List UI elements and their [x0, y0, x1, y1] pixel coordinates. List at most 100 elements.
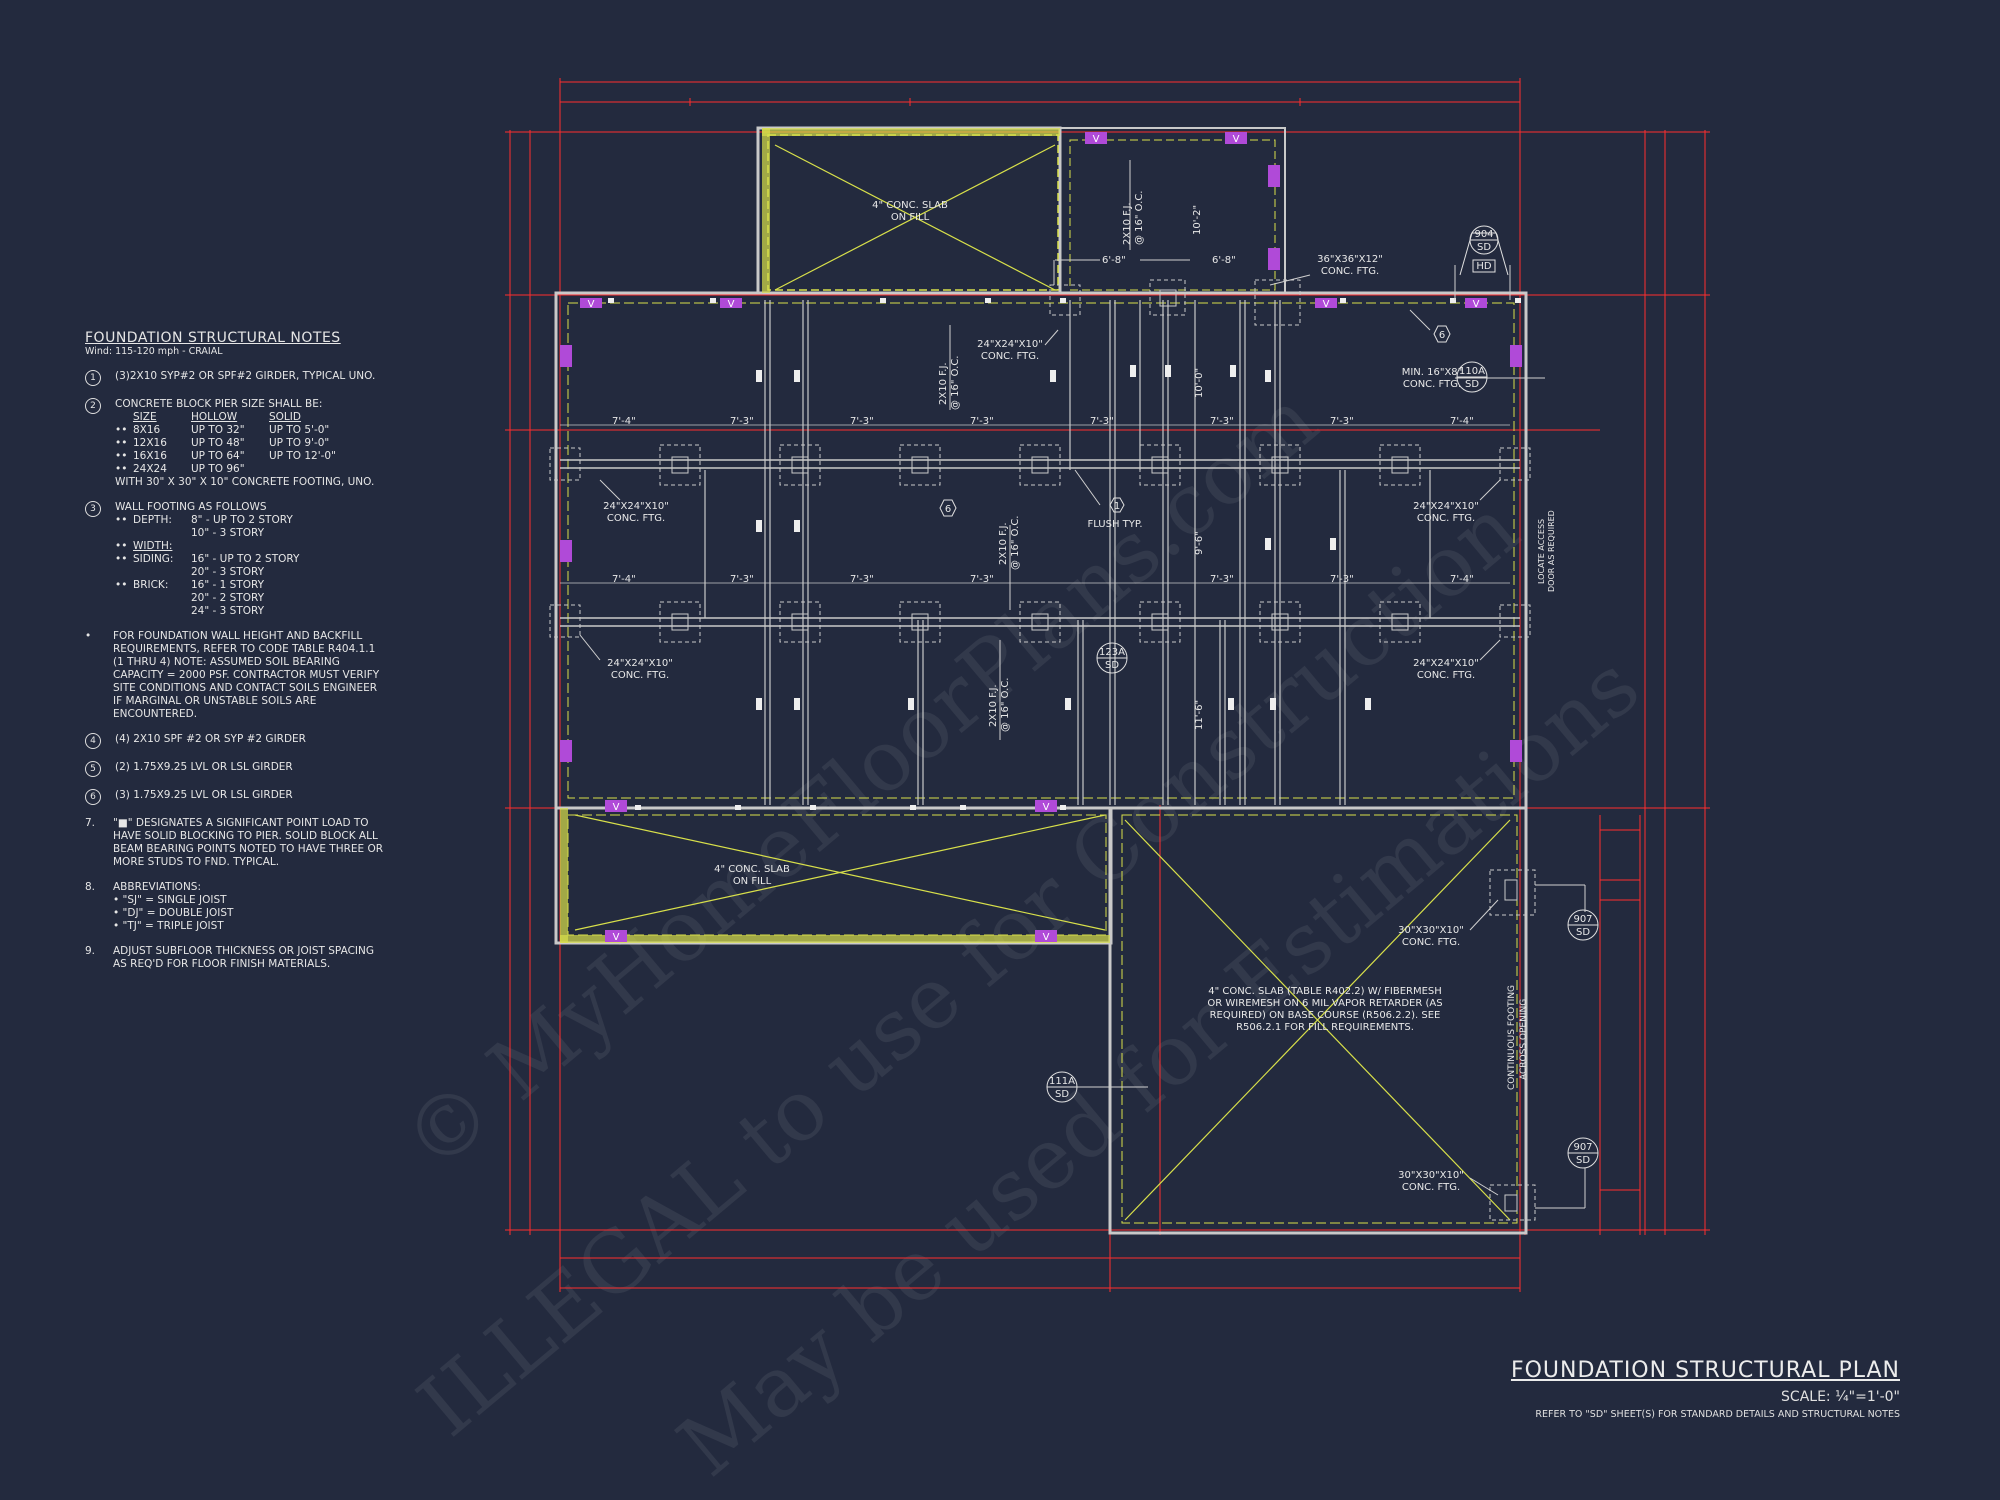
spacing-label: 6'-8": [1102, 255, 1126, 266]
joist-label: @ 16" O.C.: [1010, 516, 1021, 571]
access-door-note: LOCATE ACCESS: [1537, 519, 1546, 584]
spacing-label: 7'-4": [612, 416, 636, 427]
spacing-label: 7'-3": [970, 574, 994, 585]
footing-label: CONC. FTG.: [1402, 937, 1460, 948]
spacing-label: 7'-4": [1450, 574, 1474, 585]
spacing-label: 7'-4": [612, 574, 636, 585]
footing-label: 36"x36"x12": [1317, 254, 1383, 265]
spacing-label: 7'-3": [970, 416, 994, 427]
vent-tag-label: V: [1323, 299, 1330, 310]
note-4: 4 (4) 2x10 SPF #2 OR SYP #2 GIRDER: [85, 733, 385, 749]
footing-label: CONC. FTG.: [1417, 670, 1475, 681]
girders: [560, 424, 1520, 627]
slab-label: 4" CONC. SLAB: [872, 200, 948, 211]
continuous-footing-note: CONTINUOUS FOOTING: [1507, 985, 1517, 1090]
footing-label: CONC. FTG.: [1402, 1182, 1460, 1193]
garage-slab-note: OR WIREMESH ON 6 MIL VAPOR RETARDER (AS: [1207, 998, 1442, 1009]
spacing-label: 7'-3": [850, 416, 874, 427]
note-9: 9. ADJUST SUBFLOOR THICKNESS OR JOIST SP…: [85, 945, 374, 970]
section-tag-number: 907: [1573, 914, 1592, 925]
reference-note: REFER TO "SD" SHEET(S) FOR STANDARD DETA…: [1535, 1409, 1900, 1420]
spacing-label: 7'-3": [1090, 416, 1114, 427]
note-6: 6 (3) 1.75x9.25 LVL OR LSL GIRDER: [85, 789, 385, 805]
note-marker: 6: [945, 504, 951, 515]
footing-label: 30"x30"x10": [1398, 1170, 1464, 1181]
joist-label: 2x10 F.J.: [1122, 202, 1133, 245]
access-door-note: DOOR AS REQUIRED: [1547, 510, 1556, 592]
footing-label: MIN. 16"x8": [1402, 367, 1463, 378]
footing-label: CONC. FTG.: [981, 351, 1039, 362]
vent-tag-label: V: [1043, 932, 1050, 943]
note-3: 3 WALL FOOTING AS FOLLOWS ••DEPTH:8" - U…: [85, 501, 385, 618]
vent-tag-label: V: [1093, 134, 1100, 145]
foundation-walls: [554, 126, 1528, 1235]
vent-tag-label: V: [728, 299, 735, 310]
section-tag-sheet: SD: [1477, 242, 1491, 253]
flush-label: FLUSH TYP.: [1087, 519, 1142, 530]
note-1: 1 (3)2x10 SYP#2 OR SPF#2 GIRDER, TYPICAL…: [85, 370, 385, 386]
drawing-title: FOUNDATION STRUCTURAL PLAN: [1510, 1358, 1900, 1383]
continuous-footing-note: ACROSS OPENING: [1519, 999, 1529, 1080]
notes-title: FOUNDATION STRUCTURAL NOTES: [85, 330, 341, 346]
garage-slab-note: 4" CONC. SLAB (TABLE R402.2) w/ FIBERMES…: [1208, 986, 1442, 997]
vent-tag-label: V: [613, 932, 620, 943]
footing-label: CONC. FTG.: [607, 513, 665, 524]
footing-label: CONC. FTG.: [1417, 513, 1475, 524]
spacing-label: 7'-3": [1330, 574, 1354, 585]
section-tag-sheet: SD: [1465, 379, 1479, 390]
joist-label: @ 16" O.C.: [950, 356, 961, 411]
section-tag-sheet: SD: [1576, 927, 1590, 938]
title-block: FOUNDATION STRUCTURAL PLAN SCALE: ¼"=1'-…: [1511, 1358, 1900, 1420]
vent-tag-label: V: [1233, 134, 1240, 145]
point-load-marks: [608, 298, 1521, 810]
wind-note: Wind: 115-120 mph - CRAIAL: [85, 346, 223, 357]
drawing-scale: SCALE: ¼"=1'-0": [1781, 1389, 1900, 1405]
garage-slab-note: R506.2.1 FOR FILL REQUIREMENTS.: [1236, 1022, 1414, 1033]
vent-tag-label: V: [1473, 299, 1480, 310]
dimension-label: 10'-2": [1192, 205, 1203, 235]
footing-label: 30"x30"x10": [1398, 925, 1464, 936]
note-marker: 1: [1114, 501, 1120, 512]
slab-x-marks: [574, 144, 1511, 1221]
joist-label: @ 16" O.C.: [1000, 678, 1011, 733]
slab-label: 4" CONC. SLAB: [714, 864, 790, 875]
footing-label: 24"x24"x10": [1413, 658, 1479, 669]
joist-label: 2x10 F.J.: [998, 522, 1009, 565]
foundation-notes: FOUNDATION STRUCTURAL NOTES Wind: 115-12…: [85, 330, 385, 983]
footing-label: 24"x24"x10": [603, 501, 669, 512]
footing-label: 24"x24"x10": [1413, 501, 1479, 512]
garage-slab-note: REQUIRED) ON BASE COURSE (R506.2.2). SEE: [1210, 1010, 1441, 1021]
section-tag-sheet: SD: [1576, 1155, 1590, 1166]
spacing-label: 7'-3": [1210, 416, 1234, 427]
vent-tag-label: V: [1043, 802, 1050, 813]
joist-label: @ 16" O.C.: [1134, 191, 1145, 246]
piers: [549, 279, 1536, 1221]
joist-label: 2x10 F.J.: [988, 684, 999, 727]
spacing-label: 7'-4": [1450, 416, 1474, 427]
spacing-label: 7'-3": [730, 574, 754, 585]
slab-label: ON FILL: [733, 876, 772, 887]
slab-label: ON FILL: [891, 212, 930, 223]
footing-label: CONC. FTG.: [611, 670, 669, 681]
spacing-label: 7'-3": [850, 574, 874, 585]
hold-down-tag: HD: [1476, 261, 1492, 272]
note-2: 2 CONCRETE BLOCK PIER SIZE SHALL BE: SIZ…: [85, 398, 385, 489]
spacing-label: 7'-3": [1330, 416, 1354, 427]
dimension-label: 9'-6": [1194, 531, 1205, 555]
dimension-label: 11'-6": [1194, 700, 1205, 730]
footing-label: 24"x24"x10": [977, 339, 1043, 350]
spacing-label: 6'-8": [1212, 255, 1236, 266]
spacing-label: 7'-3": [1210, 574, 1234, 585]
spacing-label: 7'-3": [730, 416, 754, 427]
section-tag-number: 111A: [1049, 1076, 1075, 1087]
note-7: 7. "■" DESIGNATES A SIGNIFICANT POINT LO…: [85, 817, 384, 868]
leader-lines: [579, 160, 1586, 1209]
section-tag-sheet: SD: [1105, 660, 1119, 671]
footing-label: 24"x24"x10": [607, 658, 673, 669]
section-tag-number: 907: [1573, 1142, 1592, 1153]
joist-label: 2x10 F.J.: [938, 362, 949, 405]
note-8: 8. ABBREVIATIONS: • "SJ" = SINGLE JOIST …: [85, 881, 234, 932]
note-5: 5 (2) 1.75x9.25 LVL OR LSL GIRDER: [85, 761, 385, 777]
note-3-bullet: • FOR FOUNDATION WALL HEIGHT AND BACKFIL…: [85, 630, 380, 720]
